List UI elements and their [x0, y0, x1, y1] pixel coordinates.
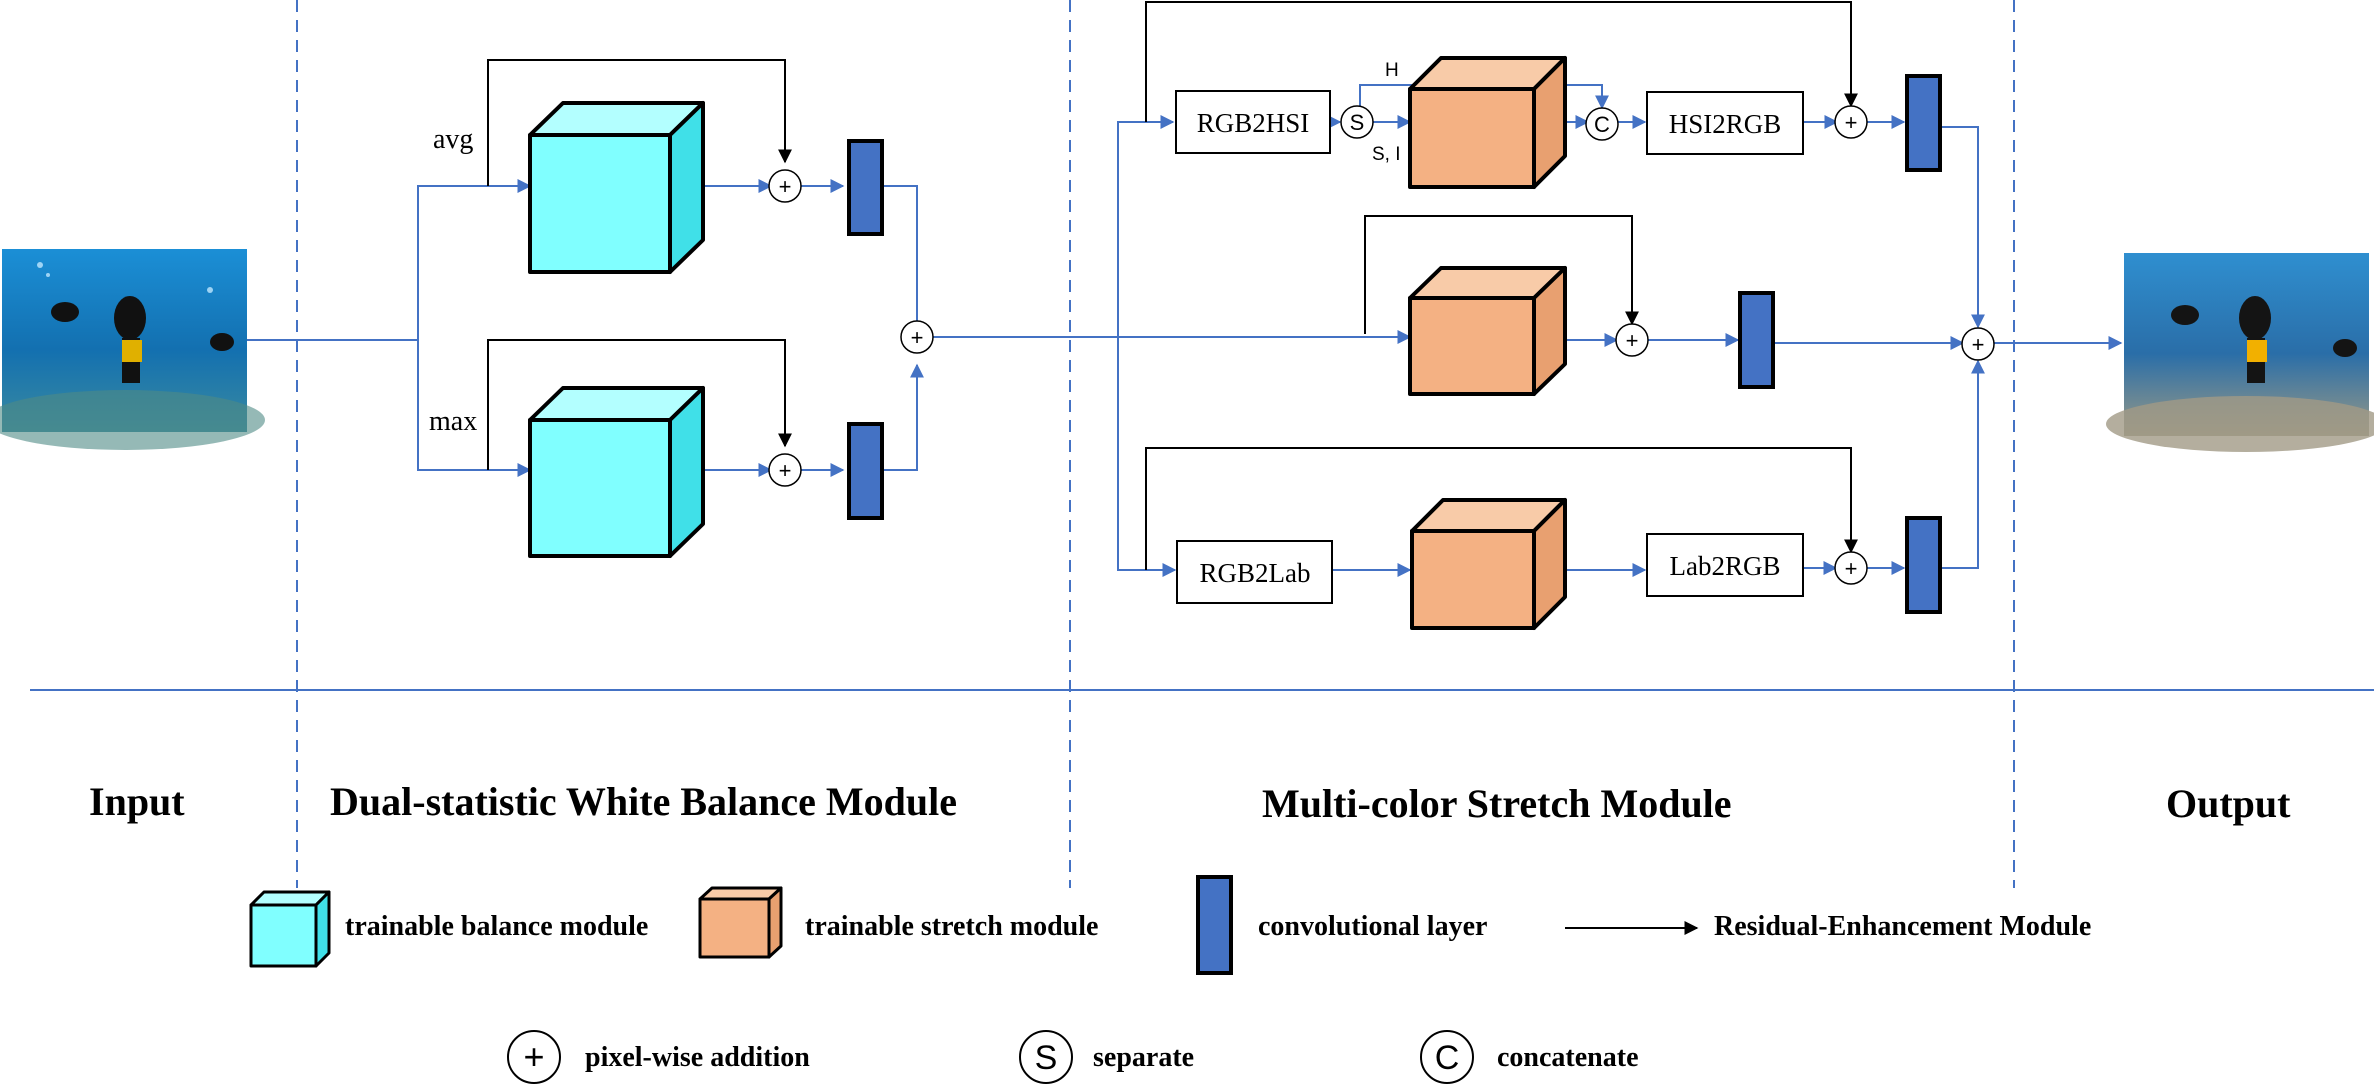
label-max: max — [429, 406, 477, 437]
op-circles: + + + S C + + + — [768, 105, 1995, 585]
legend-stretch-cube — [698, 886, 783, 959]
flow-lines — [247, 84, 2123, 577]
conv-layer-avg — [847, 139, 884, 236]
stretch-cube-rgb — [1408, 266, 1567, 396]
svg-text:+: + — [523, 1036, 544, 1077]
svg-text:concatenate: concatenate — [1497, 1042, 1639, 1073]
conv-layers — [847, 74, 1942, 614]
separate-op: S — [1340, 105, 1374, 139]
plus-lab: + — [1834, 551, 1868, 585]
stretch-cube-hsi — [1408, 56, 1567, 189]
label-h: H — [1385, 60, 1399, 81]
balance-cube-max — [528, 386, 705, 558]
title-output: Output — [2166, 781, 2291, 826]
svg-text:+: + — [779, 174, 792, 199]
svg-text:Residual-Enhancement Module: Residual-Enhancement Module — [1714, 911, 2091, 942]
title-white-balance: Dual-statistic White Balance Module — [330, 779, 957, 824]
svg-text:+: + — [779, 458, 792, 483]
title-stretch: Multi-color Stretch Module — [1262, 781, 1732, 826]
svg-text:RGB2Lab: RGB2Lab — [1200, 558, 1311, 588]
stretch-cube-lab — [1410, 498, 1567, 630]
rgb2hsi-box: RGB2HSI — [1175, 90, 1331, 154]
residual-lines — [487, 1, 1858, 570]
plus-avg: + — [768, 169, 802, 203]
svg-text:C: C — [1594, 112, 1610, 137]
plus-hsi: + — [1834, 105, 1868, 139]
svg-text:C: C — [1435, 1039, 1460, 1077]
input-image — [0, 249, 265, 450]
conv-layer-max — [847, 422, 884, 520]
lab2rgb-box: Lab2RGB — [1646, 533, 1804, 597]
section-titles: Input Dual-statistic White Balance Modul… — [89, 779, 2291, 826]
svg-text:Lab2RGB: Lab2RGB — [1670, 551, 1781, 581]
svg-text:+: + — [911, 325, 924, 350]
legend-concat: C — [1420, 1030, 1474, 1084]
svg-text:+: + — [1626, 328, 1639, 353]
hsi2rgb-box: HSI2RGB — [1646, 91, 1804, 155]
svg-text:trainable balance module: trainable balance module — [345, 911, 648, 942]
label-si: S, I — [1372, 144, 1401, 165]
legend-plus: + — [507, 1030, 561, 1084]
title-input: Input — [89, 779, 185, 824]
balance-cube-avg — [528, 101, 705, 274]
concat-op: C — [1585, 107, 1619, 141]
output-image — [2106, 253, 2374, 452]
svg-text:S: S — [1035, 1039, 1058, 1077]
plus-max: + — [768, 453, 802, 487]
svg-text:S: S — [1350, 110, 1365, 135]
conv-layer-rgb — [1738, 291, 1775, 389]
rgb2lab-box: RGB2Lab — [1176, 540, 1333, 604]
svg-text:+: + — [1972, 332, 1985, 357]
svg-text:+: + — [1845, 556, 1858, 581]
label-avg: avg — [433, 124, 473, 155]
svg-text:+: + — [1845, 110, 1858, 135]
svg-text:separate: separate — [1093, 1042, 1194, 1073]
svg-text:RGB2HSI: RGB2HSI — [1197, 108, 1310, 138]
conv-layer-lab — [1905, 516, 1942, 614]
legend-separate: S — [1019, 1030, 1073, 1084]
plus-wb-merge: + — [900, 320, 934, 354]
plus-final: + — [1961, 327, 1995, 361]
svg-text:convolutional layer: convolutional layer — [1258, 911, 1487, 942]
legend-balance-cube — [249, 890, 331, 968]
legend-conv — [1196, 875, 1233, 975]
section-dividers — [30, 0, 2374, 888]
svg-text:HSI2RGB: HSI2RGB — [1669, 109, 1782, 139]
plus-rgb: + — [1615, 323, 1649, 357]
legend: trainable balance module trainable stret… — [249, 875, 2091, 1084]
svg-text:trainable stretch module: trainable stretch module — [805, 911, 1098, 942]
conv-layer-hsi — [1905, 74, 1942, 172]
svg-text:pixel-wise addition: pixel-wise addition — [585, 1042, 810, 1073]
